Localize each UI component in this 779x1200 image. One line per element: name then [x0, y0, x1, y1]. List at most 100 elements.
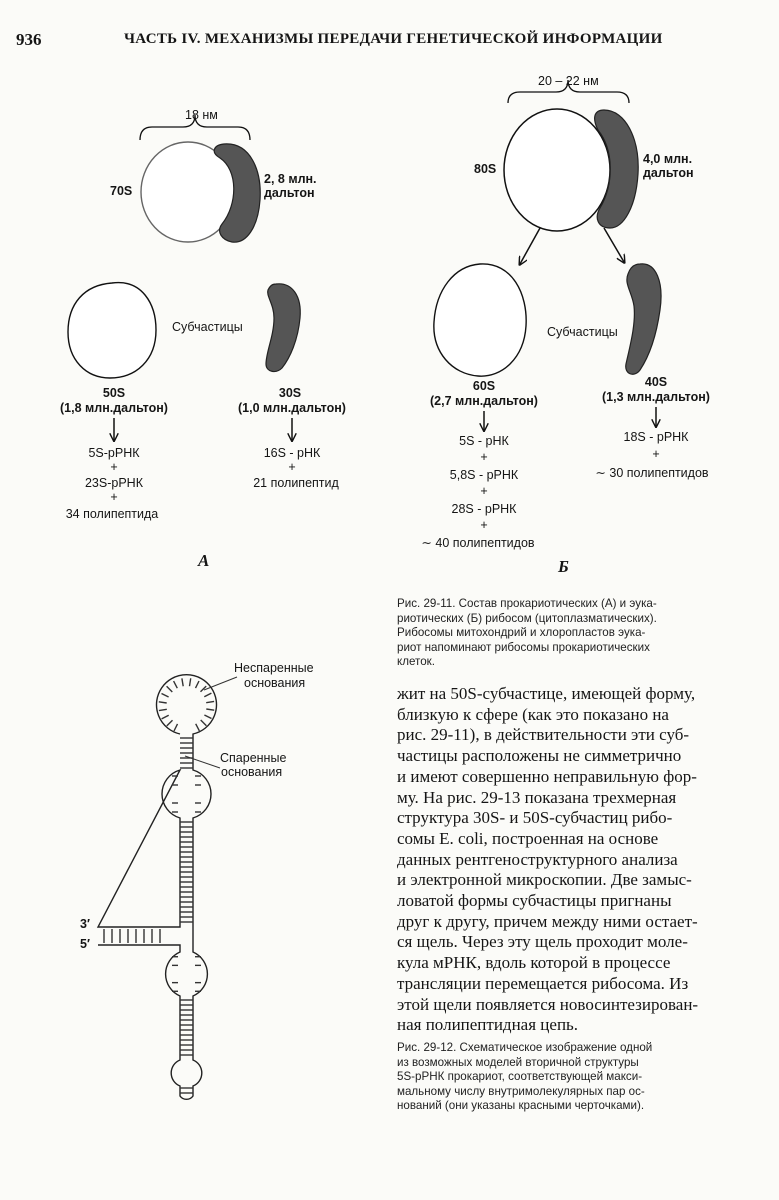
base-tick — [204, 714, 212, 720]
paired-label-line2: основания — [221, 765, 282, 779]
base-tick — [200, 719, 207, 727]
ribosome-70s-small-subunit — [213, 143, 261, 243]
base-tick — [161, 692, 169, 698]
base-tick — [188, 678, 192, 687]
plus-sign: + — [480, 484, 487, 498]
eukaryote-panel: 20 – 22 нм 80S 4,0 млн. дальтон Субчасти… — [421, 74, 710, 576]
unpaired-label-line2: основания — [244, 676, 305, 690]
caption-line: риот напоминают рибосомы прокариотически… — [397, 640, 650, 654]
caption-line: нований (они указаны красными черточками… — [397, 1099, 645, 1113]
component-23s: 23S-рРНК — [85, 476, 144, 490]
component-polypeptides: 34 полипептида — [66, 507, 159, 521]
base-tick — [166, 719, 173, 727]
body-line: данных рентгеноструктурного анализа — [397, 849, 678, 869]
component-18s: 18S - рРНК — [624, 430, 690, 444]
body-line: структура 30S- и 50S-субчастиц рибо- — [397, 808, 673, 828]
arrow-icon — [520, 227, 541, 264]
subparticles-label: Субчастицы — [172, 320, 243, 334]
paired-label-line1: Спаренные — [220, 751, 286, 765]
component-28s: 28S - рРНК — [452, 502, 518, 516]
figure-29-12: Неспаренные основания Спаренные основани… — [80, 661, 314, 1100]
subunit-40s-mass: (1,3 млн.дальтон) — [602, 390, 710, 404]
ribosome-label: 80S — [474, 162, 496, 176]
base-tick — [173, 723, 179, 732]
subunit-30s-shape — [265, 283, 301, 373]
base-pair-ticks — [103, 678, 215, 1094]
plus-sign: + — [110, 490, 117, 504]
plus-sign: + — [480, 450, 487, 464]
figure-caption-29-12: Рис. 29-12. Схематическое изображение од… — [397, 1041, 652, 1114]
plus-sign: + — [110, 460, 117, 474]
body-line: ловатой формы субчастицы пригнаны — [397, 891, 672, 911]
caption-line: из возможных моделей вторичной структуры — [397, 1055, 639, 1069]
component-5-8s: 5,8S - рРНК — [450, 468, 519, 482]
mass-label-line2: дальтон — [643, 166, 694, 180]
leader-line — [184, 755, 221, 769]
base-tick — [181, 678, 184, 687]
running-head: ЧАСТЬ IV. МЕХАНИЗМЫ ПЕРЕДАЧИ ГЕНЕТИЧЕСКО… — [124, 31, 663, 47]
arrow-icon — [603, 227, 624, 262]
body-line: рис. 29-11), в действительности эти суб- — [397, 725, 690, 745]
caption-line: Рис. 29-12. Схематическое изображение од… — [397, 1041, 653, 1054]
body-line: му. На рис. 29-13 показана трехмерная — [397, 787, 677, 807]
component-polypeptides: ∼ 40 полипептидов — [421, 536, 534, 550]
panel-label-a: А — [197, 551, 209, 570]
prokaryote-panel: 18 нм 70S 2, 8 млн. дальтон Субчастицы 5… — [60, 108, 346, 570]
component-5s: 5S - рНК — [459, 434, 509, 448]
unpaired-label-line1: Неспаренные — [234, 661, 314, 675]
size-label: 20 – 22 нм — [538, 74, 599, 88]
plus-sign: + — [652, 447, 659, 461]
ribosome-label: 70S — [110, 184, 132, 198]
base-tick — [161, 714, 170, 720]
body-line: жит на 50S-субчастице, имеющей форму, — [397, 684, 696, 703]
size-label: 18 нм — [185, 108, 218, 122]
mass-label-line1: 2, 8 млн. — [264, 172, 317, 186]
body-line: близкую к сфере (как это показано на — [397, 704, 669, 724]
body-line: частицы расположены не симметрично — [397, 746, 682, 766]
body-line: ная полипептидная цепь. — [397, 1015, 579, 1035]
caption-line: 5S-рРНК прокариот, соответствующей макси… — [397, 1070, 643, 1084]
page-number: 936 — [16, 30, 42, 49]
subunit-30s-mass: (1,0 млн.дальтон) — [238, 401, 346, 415]
subunit-60s-shape — [433, 263, 527, 377]
body-text: жит на 50S-субчастице, имеющей форму, бл… — [397, 684, 732, 1036]
body-line: этой щели появляется новосинтезирован- — [397, 994, 699, 1014]
subunit-40s-name: 40S — [645, 375, 667, 389]
base-tick — [206, 700, 215, 704]
body-line: ся щель. Через эту щель проходит моле- — [397, 932, 688, 952]
subunit-40s-shape — [625, 263, 662, 375]
base-tick — [203, 692, 212, 698]
size-brace — [139, 114, 251, 141]
ribosome-80s-large-circle — [503, 108, 611, 232]
rna-backbone-outline — [96, 674, 218, 1100]
caption-line: клеток. — [397, 655, 435, 669]
base-tick — [158, 701, 167, 704]
component-5s: 5S-рРНК — [88, 446, 140, 460]
body-line: и электронной микроскопии. Две замыс- — [397, 870, 692, 890]
base-tick — [200, 685, 207, 693]
caption-line: риотических (Б) рибосом (цитоплазматичес… — [397, 611, 657, 625]
plus-sign: + — [288, 460, 295, 474]
mass-label-line2: дальтон — [264, 186, 315, 200]
base-tick — [194, 680, 200, 689]
subunit-60s-mass: (2,7 млн.дальтон) — [430, 394, 538, 408]
end-label-3prime: 3′ — [80, 917, 90, 931]
base-tick — [206, 708, 215, 711]
ribosome-80s-small-subunit — [594, 109, 639, 229]
mass-label-line1: 4,0 млн. — [643, 152, 692, 166]
subunit-50s-name: 50S — [103, 386, 125, 400]
component-polypeptides: 21 полипептид — [253, 476, 339, 490]
figure-caption-29-11: Рис. 29-11. Состав прокариотических (А) … — [397, 597, 657, 670]
body-line: сомы E. coli, построенная на основе — [397, 828, 659, 848]
subparticles-label: Субчастицы — [547, 325, 618, 339]
component-polypeptides: ∼ 30 полипептидов — [595, 466, 708, 480]
subunit-30s-name: 30S — [279, 386, 301, 400]
subunit-50s-mass: (1,8 млн.дальтон) — [60, 401, 168, 415]
panel-label-b: Б — [557, 557, 569, 576]
rna-secondary-structure — [96, 674, 218, 1100]
size-brace — [507, 79, 630, 104]
body-line: и имеют совершенно неправильную фор- — [397, 766, 697, 786]
base-tick — [172, 680, 178, 689]
subunit-60s-name: 60S — [473, 379, 495, 393]
plus-sign: + — [480, 518, 487, 532]
